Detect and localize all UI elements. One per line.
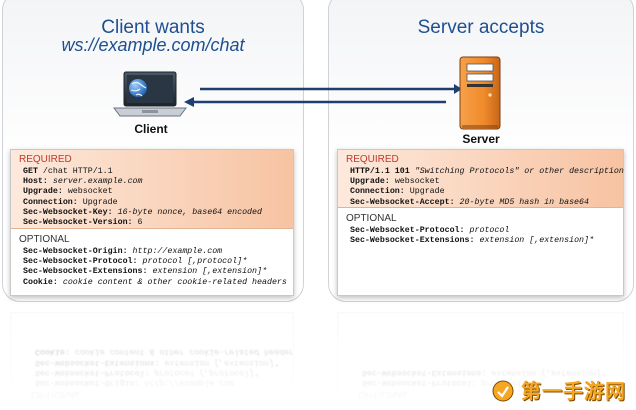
client-required-header-line: Sec-Websocket-Key: 16-byte nonce, base64… bbox=[19, 208, 285, 218]
client-required-header-line: Upgrade: websocket bbox=[19, 187, 285, 197]
header-value: extension [,extension]* bbox=[474, 236, 594, 246]
client-optional-header-line: Sec-Websocket-Extensions: extension [,ex… bbox=[19, 267, 285, 277]
server-required-header-line: Sec-Websocket-Accept: 20-byte MD5 hash i… bbox=[346, 198, 615, 208]
header-value: protocol [,protocol]* bbox=[137, 257, 248, 267]
reflection-header-name: Sec-Websocket-Origin: bbox=[35, 378, 140, 387]
header-name: Sec-Websocket-Key: bbox=[23, 207, 113, 217]
header-name: Sec-Websocket-Extensions: bbox=[350, 236, 475, 246]
server-tower-icon bbox=[459, 56, 501, 130]
server-required-header-line: Connection: Upgrade bbox=[346, 187, 615, 197]
header-value: /chat HTTP/1.1 bbox=[37, 167, 113, 176]
client-optional-header-line: Sec-Websocket-Origin: http://example.com bbox=[19, 247, 285, 257]
reflection-header-name: Cookie: bbox=[35, 347, 70, 357]
header-name: Sec-Websocket-Protocol: bbox=[350, 226, 465, 235]
client-box-reflection: OPTIONAL Sec-Websocket-Origin: http://ex… bbox=[10, 312, 294, 410]
reflection-header-name: Sec-Websocket-Extensions: bbox=[362, 367, 487, 377]
header-name: HTTP/1.1 101 bbox=[350, 167, 410, 176]
header-name: Sec-Websocket-Version: bbox=[23, 218, 133, 228]
header-value: 16-byte nonce, base64 encoded bbox=[112, 207, 262, 217]
server-optional-label: OPTIONAL bbox=[346, 213, 397, 224]
header-name: Connection: bbox=[350, 187, 405, 197]
server-label: Server bbox=[462, 132, 500, 146]
client-required-header-line: Sec-Websocket-Version: 6 bbox=[19, 218, 285, 228]
reflection-client-optional-header-line: Sec-Websocket-Protocol: protocol [,proto… bbox=[31, 367, 273, 377]
header-name: Cookie: bbox=[23, 277, 58, 287]
client-optional-label: OPTIONAL bbox=[19, 234, 70, 245]
reflection-content: OPTIONAL Sec-Websocket-Origin: http://ex… bbox=[23, 346, 294, 405]
header-value: Upgrade bbox=[404, 187, 445, 197]
server-required-header-line: Upgrade: websocket bbox=[346, 177, 615, 187]
reflection-header-name: Sec-Websocket-Protocol: bbox=[362, 378, 477, 387]
watermark-text: 第一手游网 bbox=[521, 379, 626, 403]
server-required-section: REQUIRED HTTP/1.1 101 "Switching Protoco… bbox=[338, 150, 624, 208]
client-optional-section: OPTIONAL Sec-Websocket-Origin: http://ex… bbox=[11, 229, 293, 288]
header-name: Sec-Websocket-Protocol: bbox=[23, 257, 138, 267]
server-optional-header-line: Sec-Websocket-Protocol: protocol bbox=[346, 226, 615, 236]
header-value: "Switching Protocols" or other descripti… bbox=[409, 167, 624, 176]
client-required-header-line: Host: server.example.com bbox=[19, 177, 285, 187]
header-name: Host: bbox=[23, 177, 48, 187]
client-optional-header-line: Cookie: cookie content & other cookie-re… bbox=[19, 277, 287, 288]
reflection-client-optional-header-line: Sec-Websocket-Origin: http://example.com bbox=[31, 377, 273, 387]
client-optional-header-line: Sec-Websocket-Protocol: protocol [,proto… bbox=[19, 257, 285, 267]
bidirectional-arrow-icon bbox=[184, 84, 462, 107]
reflection-header-value: extension [,extension]* bbox=[159, 357, 279, 367]
server-optional-header-line: Sec-Websocket-Extensions: extension [,ex… bbox=[346, 236, 615, 246]
header-name: Connection: bbox=[23, 197, 78, 207]
reflection-header-value: cookie content & other cookie-related he… bbox=[69, 347, 294, 357]
header-value: websocket bbox=[389, 177, 440, 187]
client-required-label: REQUIRED bbox=[19, 154, 72, 165]
laptop-globe-icon bbox=[113, 71, 187, 117]
header-value: websocket bbox=[62, 187, 113, 197]
header-value: http://example.com bbox=[127, 247, 223, 256]
header-name: Sec-Websocket-Accept: bbox=[350, 197, 455, 207]
reflection-header-name: Sec-Websocket-Extensions: bbox=[35, 357, 160, 367]
server-optional-section: OPTIONAL Sec-Websocket-Protocol: protoco… bbox=[338, 208, 623, 246]
reflection-header-value: http://example.com bbox=[139, 378, 235, 387]
header-value: 20-byte MD5 hash in base64 bbox=[454, 197, 589, 207]
header-value: server.example.com bbox=[47, 177, 143, 187]
header-name: Upgrade: bbox=[23, 187, 63, 197]
server-required-header-line: HTTP/1.1 101 "Switching Protocols" or ot… bbox=[346, 167, 624, 177]
reflection-client-optional-header-line: Sec-Websocket-Extensions: extension [,ex… bbox=[31, 356, 279, 367]
reflection-header-value: protocol [,protocol]* bbox=[149, 367, 260, 377]
reflection-client-optional-header-line: Cookie: cookie content & other cookie-re… bbox=[31, 346, 294, 357]
header-name: Sec-Websocket-Origin: bbox=[23, 247, 128, 256]
client-label: Client bbox=[134, 122, 168, 136]
server-panel-title: Server accepts bbox=[417, 17, 545, 38]
reflection-client-optional-label: OPTIONAL bbox=[31, 389, 82, 400]
watermark-logo-icon bbox=[492, 380, 514, 402]
server-required-label: REQUIRED bbox=[346, 154, 399, 165]
header-name: GET bbox=[23, 167, 38, 176]
header-name: Sec-Websocket-Extensions: bbox=[23, 267, 148, 277]
header-value: protocol bbox=[464, 226, 510, 235]
header-name: Upgrade: bbox=[350, 177, 390, 187]
reflection-header-name: Sec-Websocket-Protocol: bbox=[35, 367, 150, 377]
header-value: Upgrade bbox=[77, 197, 118, 207]
client-panel-title: Client wants bbox=[101, 17, 205, 38]
server-response-headers: REQUIRED HTTP/1.1 101 "Switching Protoco… bbox=[337, 149, 624, 296]
client-required-header-line: Connection: Upgrade bbox=[19, 198, 285, 208]
client-required-header-line: GET /chat HTTP/1.1 bbox=[19, 167, 285, 177]
client-url: ws://example.com/chat bbox=[61, 35, 245, 55]
header-value: cookie content & other cookie-related he… bbox=[57, 277, 287, 287]
header-value: 6 bbox=[132, 218, 143, 228]
header-value: extension [,extension]* bbox=[147, 267, 267, 277]
